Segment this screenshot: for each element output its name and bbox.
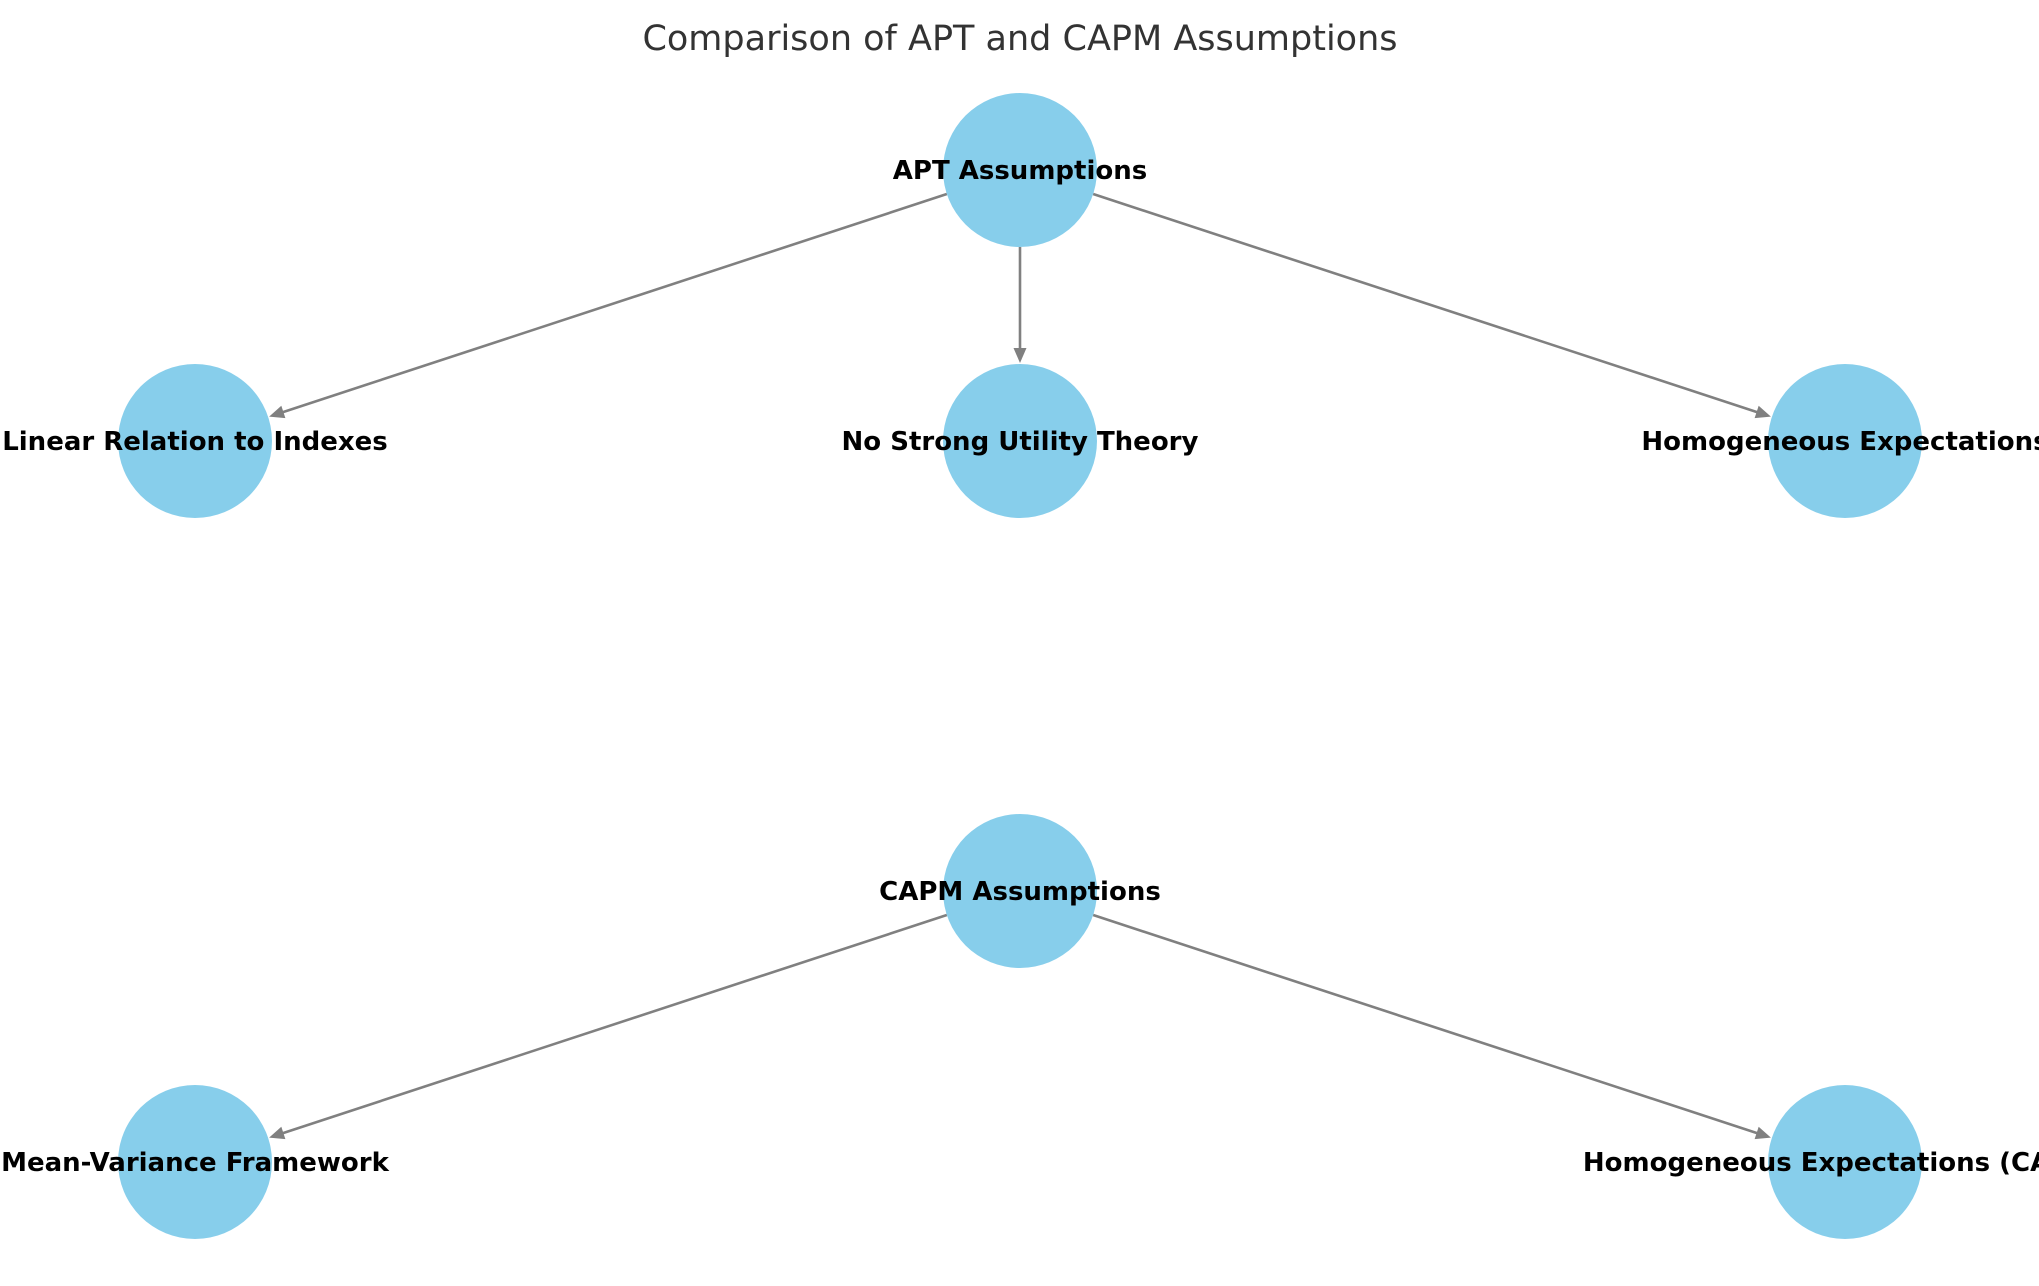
edge-capm-to-capm-homogeneous [1092,913,1771,1140]
edge-line [281,913,948,1135]
nodes-group [118,93,1922,1239]
node-capm-meanvar [118,1085,272,1239]
edge-line [1092,192,1759,414]
edge-apt-to-apt-linear [269,192,948,419]
edge-capm-to-capm-meanvar [269,913,948,1140]
diagram-title: Comparison of APT and CAPM Assumptions [642,19,1397,59]
node-label-apt: APT Assumptions [893,156,1147,186]
arrowhead [1013,348,1027,363]
node-apt-linear [118,364,272,518]
node-label-capm-meanvar: Mean-Variance Framework [1,1148,389,1178]
arrowhead [269,1126,286,1140]
edges-group [269,192,1771,1140]
node-apt [943,93,1097,247]
edge-apt-to-apt-homogeneous [1092,192,1771,419]
arrowhead [1754,1126,1771,1140]
arrowhead [269,405,286,419]
node-label-apt-utility: No Strong Utility Theory [842,427,1199,457]
node-label-apt-linear: Linear Relation to Indexes [2,427,388,457]
node-apt-utility [943,364,1097,518]
edge-line [1092,913,1759,1135]
node-capm-homogeneous [1768,1085,1922,1239]
node-label-apt-homogeneous: Homogeneous Expectations [1641,427,2039,457]
node-label-capm-homogeneous: Homogeneous Expectations (CAPM) [1583,1148,2039,1178]
node-capm [943,814,1097,968]
edge-apt-to-apt-utility [1013,247,1027,363]
node-label-capm: CAPM Assumptions [879,877,1161,907]
node-apt-homogeneous [1768,364,1922,518]
edge-line [281,192,948,414]
arrowhead [1754,405,1771,419]
